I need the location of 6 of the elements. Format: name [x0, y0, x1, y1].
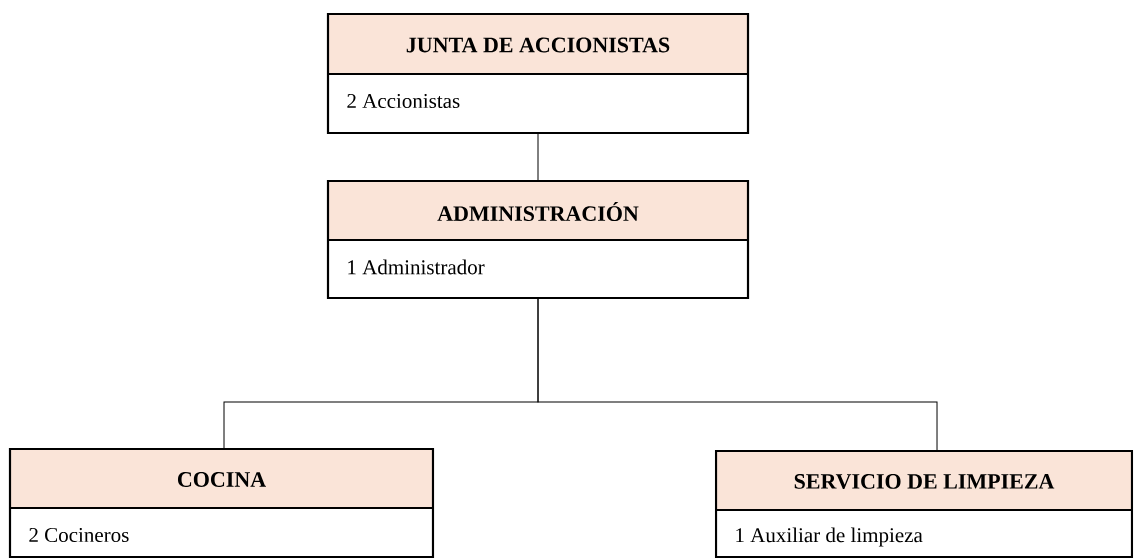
connector-line: [537, 133, 539, 181]
org-box: SERVICIO DE LIMPIEZA 1 Auxiliar de limpieza: [714, 449, 1134, 559]
connector-line: [537, 298, 938, 451]
org-box: ADMINISTRACIÓN 1 Administrador: [326, 179, 750, 300]
org-box: JUNTA DE ACCIONISTAS 2 Accionistas: [326, 12, 750, 135]
org-box: COCINA 2 Cocineros: [8, 447, 435, 559]
